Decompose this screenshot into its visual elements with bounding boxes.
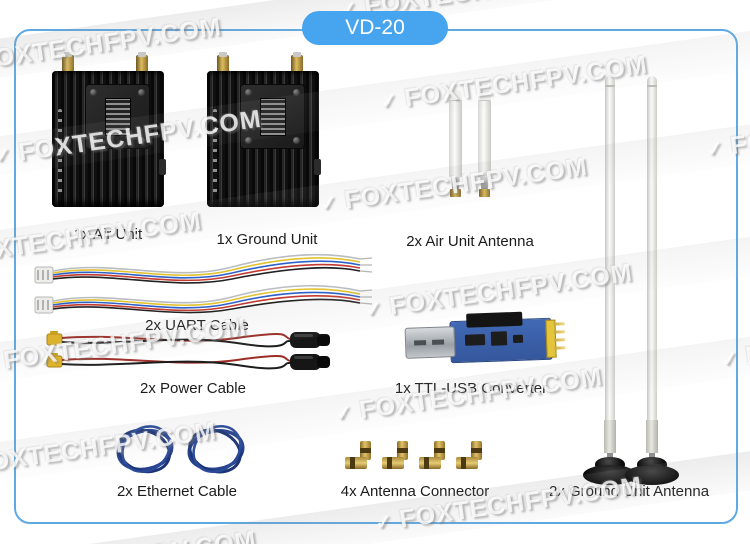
magnetic-base [625,465,679,485]
label-plate [85,84,150,149]
item-label-ground-unit: 1x Ground Unit [216,231,318,248]
product-title-badge: VD-20 [302,11,448,45]
antenna-sleeve [604,420,616,453]
foxtech-logo-icon: ✓ [0,144,13,169]
header-pin [554,338,566,342]
screw-icon [245,137,252,144]
connector-body [456,457,478,469]
item-label-ground-unit-antenna: 2x Ground Unit Antenna [548,483,710,500]
vent-holes [213,109,217,195]
ic-chip [512,334,524,344]
header-pin [553,322,565,326]
magnetic-base [583,465,637,485]
ethernet-cable-coil [187,424,245,474]
item-label-ttl-usb: 1x TTL-USB Converter [394,380,548,397]
vent-holes [58,109,62,195]
antenna-connector-photo [382,441,412,473]
ground-unit-photo [207,52,321,207]
item-label-air-unit-antenna: 2x Air Unit Antenna [406,233,534,250]
item-label-power-cable: 2x Power Cable [140,380,246,397]
antenna-connector-photo [456,441,486,473]
usb-slot [414,340,427,346]
usb-slot [431,339,445,345]
power-cable [46,353,330,370]
air-antenna-photo [478,90,492,197]
air-unit-photo [52,52,166,207]
antenna-base [480,177,489,189]
antenna-cap [478,90,491,101]
sma-connector-icon [136,52,148,75]
heatsink-body [207,71,321,207]
mount-tab [159,159,166,175]
item-label-uart-cable: 2x UART Cable [145,317,249,334]
antenna-connector-photo [345,441,375,473]
connector-barrel [360,441,371,460]
uart-cable [34,253,373,284]
label-plate [240,84,305,149]
antenna-connector-photo [419,441,449,473]
antenna-sma-foot [450,189,461,197]
antenna-base [451,177,460,189]
sma-connector-icon [62,52,74,75]
screw-icon [245,89,252,96]
ic-chip [490,331,508,346]
antenna-body [478,101,491,177]
power-cable [46,331,330,348]
connector-barrel [471,441,482,460]
watermark: ✓FOXTECHFPV.COM [0,526,259,544]
connector-body [345,457,367,469]
uart-cables-photo [34,253,373,314]
air-antenna-photo [449,90,463,197]
antenna-pole [647,76,657,420]
antenna-sleeve [646,420,658,453]
item-label-air-unit: 1x Air Unit [73,226,143,243]
connector-body [419,457,441,469]
antenna-pole [605,76,615,420]
mount-tab [314,159,321,175]
header-pin [554,346,566,350]
qr-label [260,98,286,136]
heatsink-body [52,71,166,207]
connector-barrel [434,441,445,460]
screw-icon [138,89,145,96]
ethernet-cable-coil [116,425,174,474]
sma-connector-icon [217,52,229,75]
screw-icon [293,137,300,144]
screw-icon [138,137,145,144]
ttl-usb-converter-photo [404,309,568,369]
usb-plug [404,326,456,359]
sma-connector-icon [291,52,303,75]
antenna-sma-foot [479,189,490,197]
screw-icon [90,137,97,144]
header-pin [553,330,565,334]
antenna-body [449,101,462,177]
screw-icon [90,89,97,96]
qr-label [105,98,131,136]
screw-icon [293,89,300,96]
power-cables-photo [46,331,330,370]
antenna-cap [449,90,462,101]
converter-chip [466,311,523,328]
item-label-antenna-connector: 4x Antenna Connector [340,483,490,500]
ic-chip [464,334,486,346]
connector-body [382,457,404,469]
uart-cable [34,284,373,314]
connector-barrel [397,441,408,460]
item-label-ethernet-cable: 2x Ethernet Cable [116,483,238,500]
